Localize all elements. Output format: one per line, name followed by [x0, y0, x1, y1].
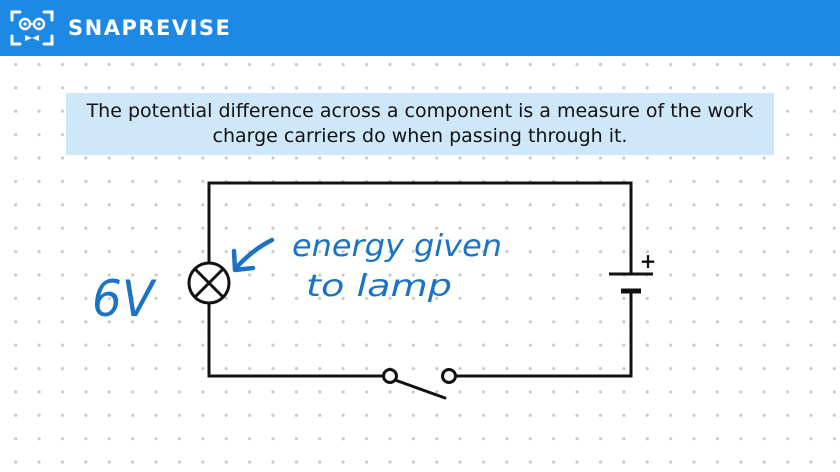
- cell-symbol-icon: [609, 272, 653, 294]
- hand-drawn-arrow-icon: [231, 237, 275, 273]
- header-bar: SNAPREVISE: [0, 0, 840, 56]
- definition-text: The potential difference across a compon…: [86, 100, 754, 147]
- annotation-line-2: to lamp: [306, 269, 452, 304]
- voltage-label: 6V: [92, 270, 158, 328]
- brand-name: SNAPREVISE: [68, 16, 232, 40]
- lamp-symbol-icon: [187, 261, 231, 305]
- circuit-wire: [207, 181, 633, 378]
- definition-banner: The potential difference across a compon…: [66, 93, 774, 155]
- snaprevise-logo-icon: [10, 10, 54, 46]
- battery-positive-label: +: [640, 249, 657, 273]
- annotation-line-1: energy given: [292, 229, 502, 264]
- open-switch-icon: [382, 368, 457, 400]
